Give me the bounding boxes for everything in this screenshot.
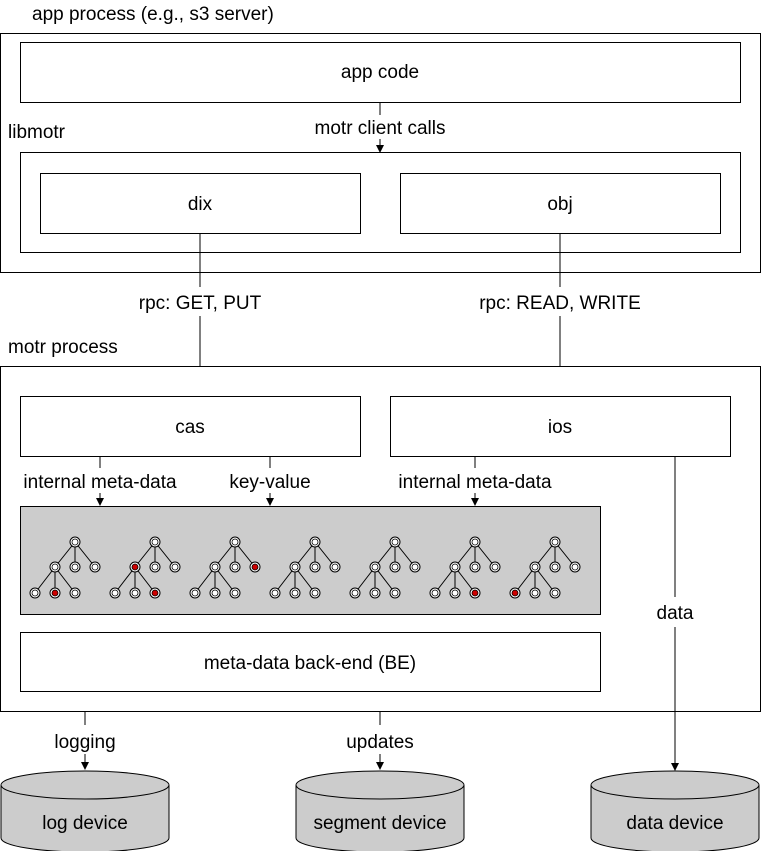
rpc-left-label: rpc: GET, PUT [139,293,262,314]
btree-node-highlighted [251,563,259,571]
btree-node-inner [31,589,39,597]
client-calls-label: motr client calls [315,118,446,139]
btree-node-inner [291,589,299,597]
btree-node-inner [211,563,219,571]
log-device-label: log device [42,813,128,834]
btree-node-inner [571,563,579,571]
rpc-right-label: rpc: READ, WRITE [479,293,641,314]
internal-meta-right-label: internal meta-data [398,472,552,493]
motr-process-label: motr process [8,337,118,358]
libmotr-label: libmotr [8,122,66,143]
btree-node-inner [551,589,559,597]
data-device-label: data device [626,813,723,834]
btree-node-inner [51,563,59,571]
btree-node-inner [451,589,459,597]
data-label: data [657,603,694,624]
btree-node-inner [271,589,279,597]
btree-5 [349,536,421,599]
btree-node-inner [431,589,439,597]
ios-label: ios [548,417,572,438]
btree-node-inner [491,563,499,571]
btree-node-inner [391,563,399,571]
key-value-label: key-value [229,472,310,493]
btree-node-inner [451,563,459,571]
btree-node-inner [551,538,559,546]
backend-box [20,632,601,692]
btree-node-inner [231,538,239,546]
btree-2 [109,536,181,599]
log-device: log device [0,770,170,851]
obj-label: obj [547,194,572,215]
btree-node-inner [551,563,559,571]
btree-node-inner [311,538,319,546]
btree-node-inner [291,563,299,571]
backend-label: meta-data back-end (BE) [204,653,416,674]
btree-node-inner [371,563,379,571]
btree-node-inner [211,589,219,597]
btree-node-inner [231,589,239,597]
btree-1 [29,536,101,599]
dix-box [40,173,361,234]
btree-node-highlighted [151,589,159,597]
segment-device: segment device [295,770,465,851]
btree-node-inner [191,589,199,597]
updates-label: updates [346,732,414,753]
segment-device-label: segment device [313,813,446,834]
btree-node-highlighted [471,589,479,597]
btree-node-inner [531,589,539,597]
dix-label: dix [188,194,213,215]
btree-node-inner [471,538,479,546]
btree-node-inner [351,589,359,597]
btree-node-inner [411,563,419,571]
btree-panel [20,506,601,615]
btree-node-inner [171,563,179,571]
app-code-label: app code [341,62,419,83]
btree-node-inner [311,563,319,571]
btree-node-inner [131,589,139,597]
btree-node-inner [71,589,79,597]
btree-node-highlighted [51,589,59,597]
btree-7 [509,536,581,599]
btree-node-inner [231,563,239,571]
btree-node-inner [371,589,379,597]
btree-node-inner [71,538,79,546]
btree-group [29,536,581,599]
btree-node-inner [331,563,339,571]
internal-meta-left-label: internal meta-data [23,472,177,493]
obj-box [400,173,721,234]
ios-box [390,396,731,457]
logging-label: logging [54,732,115,753]
btree-node-inner [471,563,479,571]
btree-node-inner [151,538,159,546]
btree-3 [189,536,261,599]
btree-node-inner [151,563,159,571]
btree-node-inner [71,563,79,571]
btree-node-highlighted [131,563,139,571]
btree-node-highlighted [511,589,519,597]
btree-node-inner [91,563,99,571]
data-device: data device [590,770,760,851]
cas-box [20,396,361,457]
btree-node-inner [391,538,399,546]
btree-6 [429,536,501,599]
cas-label: cas [175,417,205,438]
btree-node-inner [391,589,399,597]
btree-node-inner [531,563,539,571]
btree-4 [269,536,341,599]
btree-node-inner [311,589,319,597]
app-process-label: app process (e.g., s3 server) [32,4,274,25]
btree-node-inner [111,589,119,597]
app-code-box [20,42,741,103]
